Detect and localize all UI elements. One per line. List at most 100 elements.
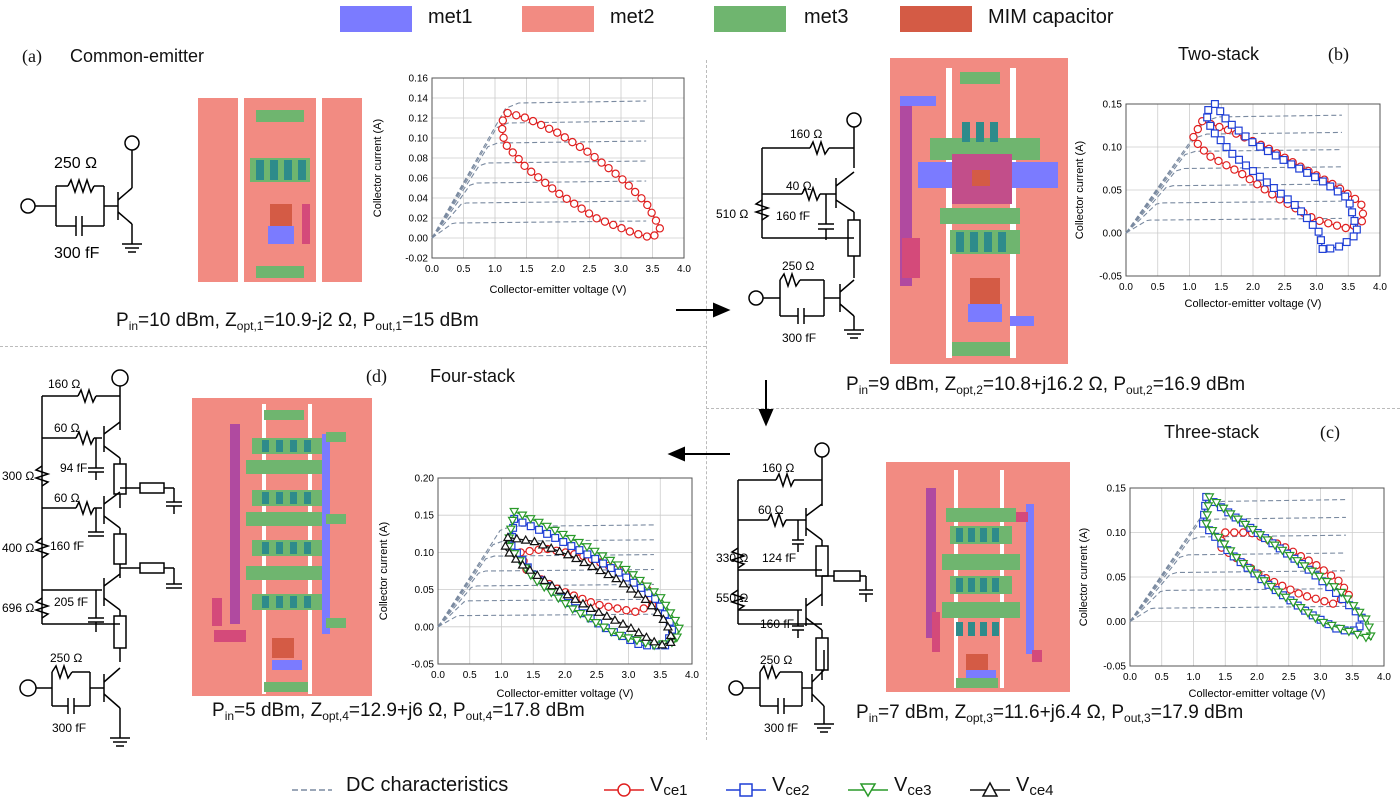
series-vce1-point [595,600,604,610]
series-vce3-point [505,525,516,535]
dc-characteristic-curve [1125,114,1342,234]
series-vce3-point [566,534,577,544]
y-axis-label: Collector current (A) [378,522,390,620]
series-vce1-point [1221,528,1230,537]
x-tick-label: 4.0 [677,264,691,275]
series-vce2-point [1287,160,1296,169]
panel-d-title: Four-stack [430,366,516,386]
series-vce4-point [662,621,673,631]
series-vce3-point [549,526,561,536]
series-vce2-point [1326,182,1335,191]
series-vce3-point [1213,533,1224,543]
series-vce3-point [1219,540,1230,550]
series-vce2-point [1262,178,1271,187]
legend-vce1-label: Vce1 [650,774,688,799]
series-vce2-point [1314,227,1323,236]
series-vce3-point [1360,615,1371,625]
y-axis-label: Collector current (A) [372,119,384,217]
legend-label-mim: MIM capacitor [988,6,1114,28]
series-vce2-point [1203,113,1212,122]
x-tick-label: 1.0 [495,670,509,681]
series-vce3-point [583,614,594,624]
x-tick-label: 3.5 [653,670,667,681]
schematic-d: 160 Ω 60 Ω 94 fF 300 Ω 60 Ω 160 fF 400 Ω… [2,369,182,747]
series-vce2-point [598,559,607,568]
schematic-c-r1: 250 Ω [760,653,792,667]
series-vce3-point [1245,565,1256,575]
series-vce2-point [1276,189,1285,198]
schematic-d-r-400: 400 Ω [2,541,34,555]
separator-right-horizontal [706,408,1400,409]
series-vce1-point [1294,589,1303,598]
series-vce3-point [1326,621,1337,631]
series-vce1-point [1189,132,1198,142]
series-vce3-point [1269,541,1281,551]
series-vce3-point [1273,588,1284,598]
series-vce3-point [655,594,666,603]
series-vce3-point [1303,609,1314,619]
y-tick-label: 0.14 [409,94,429,105]
plot-frame [1125,103,1381,277]
series-vce2-point [1335,242,1344,251]
dc-characteristic-curve [431,120,647,239]
schematic-b-c-mid: 160 fF [776,209,810,223]
series-vce2-point [1228,149,1237,158]
series-vce3-point [1218,504,1229,514]
series-vce4-point [571,553,582,563]
series-vce3-point [1255,531,1266,540]
series-vce2-point [1271,151,1280,160]
series-vce1-point [498,124,507,134]
series-vce2-point [1308,220,1317,229]
series-vce2-point [1222,142,1231,151]
series-vce1-point [650,231,659,240]
series-vce4-point [587,561,598,571]
schematic-c-r-550: 550 Ω [716,591,748,605]
series-vce4-point [603,569,614,579]
plot-frame [1129,487,1385,667]
series-vce3-point [1262,536,1273,546]
series-vce3-point [1321,577,1332,587]
series-vce3-point [1231,553,1242,563]
plot-frame [437,477,693,665]
x-tick-label: 3.5 [1345,672,1359,683]
series-vce4-point [657,639,668,649]
series-vce1-point [525,546,534,556]
dc-characteristic-curve [1125,200,1342,234]
schematic-a-r1: 250 Ω [54,155,97,172]
x-tick-label: 0.5 [463,670,477,681]
series-vce3-point [670,616,681,626]
series-vce4-point [570,594,581,603]
series-vce2-point [1316,236,1325,245]
series-vce2-point [1206,121,1215,130]
series-vce2-point [1303,168,1312,177]
series-vce2-point [1248,138,1257,147]
dc-characteristic-curve [431,100,647,239]
layout-c [886,462,1070,692]
dc-characteristic-curve [1129,534,1346,622]
series-vce2-point [543,529,552,538]
x-tick-label: 2.0 [551,264,565,275]
series-vce1-point [562,194,571,203]
series-vce4-point [546,580,558,590]
series-vce3-point [1360,633,1371,643]
x-tick-label: 2.5 [590,670,604,681]
series-vce4-point [641,632,652,641]
panel-b-title: Two-stack [1178,44,1260,64]
schematic-c-input: 250 Ω 300 fF [728,650,834,735]
series-vce1-point [1222,161,1231,170]
series-vce2-point [526,522,535,531]
layout-b [890,58,1068,364]
series-vce2-point [636,583,645,592]
dc-characteristic-curve [437,583,654,628]
series-vce1-point [1193,139,1203,149]
series-vce4-point [625,583,636,593]
series-vce2-point [591,554,600,563]
series-vce3-point [546,588,557,598]
series-vce3-point [1204,493,1215,503]
series-vce3-point [558,530,569,540]
series-vce2-markers [1199,492,1366,635]
series-vce1-point [604,602,613,611]
panel-a-title: Common-emitter [70,46,205,66]
series-vce1-point [520,161,529,171]
